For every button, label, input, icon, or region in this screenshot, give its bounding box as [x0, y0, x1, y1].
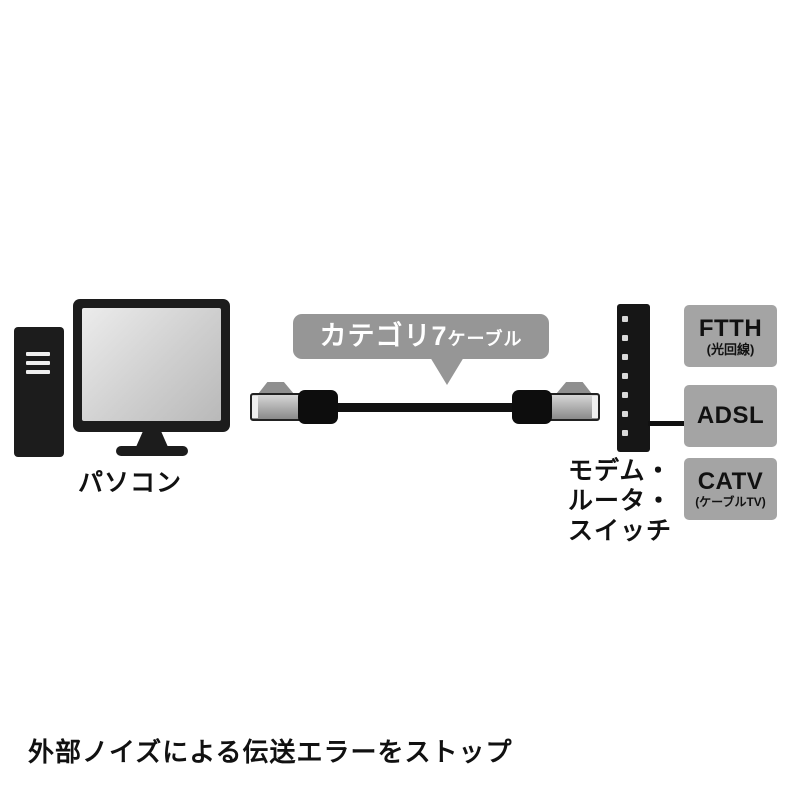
tower-vent-icon	[26, 370, 50, 374]
caption-text: 外部ノイズによる伝送エラーをストップ	[28, 737, 513, 767]
service-sub: (光回線)	[706, 341, 755, 357]
modem-connection-line	[648, 421, 686, 426]
service-box-catv: CATV (ケーブルTV)	[684, 458, 777, 520]
rj45-latch-icon	[258, 382, 294, 394]
modem-led-icon	[622, 392, 628, 398]
callout-title: カテゴリ7	[319, 321, 448, 351]
rj45-connector-left-icon	[250, 382, 338, 424]
modem-label-line: モデム・	[568, 457, 672, 485]
monitor-stand	[136, 431, 168, 447]
monitor-base	[116, 446, 188, 456]
service-box-ftth: FTTH (光回線)	[684, 305, 777, 367]
pc-label: パソコン	[77, 469, 182, 497]
modem-led-icon	[622, 316, 628, 322]
modem-led-icon	[622, 354, 628, 360]
modem-led-icon	[622, 430, 628, 436]
tower-vent-icon	[26, 352, 50, 356]
service-sub: (ケーブルTV)	[695, 494, 766, 509]
service-box-adsl: ADSL	[684, 385, 777, 447]
rj45-tip-icon	[592, 396, 598, 418]
modem-led-icon	[622, 373, 628, 379]
tower-vent-icon	[26, 361, 50, 365]
modem-icon	[617, 304, 650, 452]
rj45-tip-icon	[252, 396, 258, 418]
modem-led-icon	[622, 335, 628, 341]
rj45-boot-icon	[298, 390, 338, 424]
monitor-screen	[82, 308, 221, 421]
pc-tower-icon	[14, 327, 64, 457]
callout-suffix: ケーブル	[447, 329, 523, 349]
modem-led-icon	[622, 411, 628, 417]
service-name: CATV	[697, 467, 764, 495]
rj45-boot-icon	[512, 390, 552, 424]
modem-label-line: スイッチ	[568, 517, 673, 545]
service-name: FTTH	[698, 314, 763, 342]
rj45-connector-right-icon	[512, 382, 600, 424]
modem-label: モデム・ ルータ・ スイッチ	[568, 456, 672, 546]
modem-label-line: ルータ・	[568, 487, 673, 515]
monitor-icon	[73, 299, 230, 432]
lan-cable	[322, 403, 568, 412]
callout-pointer-icon	[430, 357, 464, 385]
service-name: ADSL	[696, 402, 765, 429]
